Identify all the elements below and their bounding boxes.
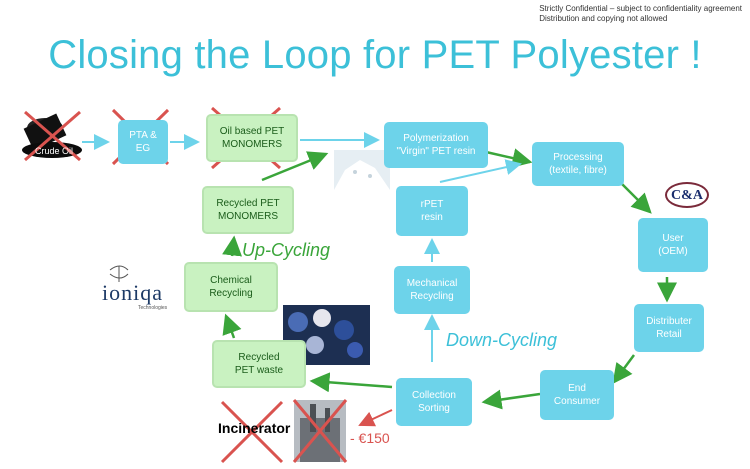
- slide-title: Closing the Loop for PET Polyester !: [48, 33, 702, 77]
- arrow-collection-to-incinerator: [358, 409, 393, 427]
- arrow-collection-to-waste: [309, 372, 393, 393]
- arrow-polymer-to-processing: [485, 148, 533, 168]
- arrow-recycled-monomers-to-polymerization: [261, 151, 329, 182]
- ioniqa-wings-icon: [109, 265, 129, 282]
- ioniqa-logo: ioniqa: [102, 280, 163, 305]
- confidentiality-notice: Strictly Confidential – subject to confi…: [539, 4, 742, 24]
- confidential-line-1: Strictly Confidential – subject to confi…: [539, 4, 742, 13]
- node-rpet-resin: rPET resin: [396, 186, 468, 236]
- node-oil-based-monomers: Oil based PET MONOMERS: [206, 114, 298, 162]
- incinerator-label: Incinerator: [218, 420, 291, 436]
- arrow-waste-to-chemical: [222, 313, 242, 339]
- down-cycling-label: Down-Cycling: [446, 330, 558, 350]
- crude-oil-label: Crude Oil: [34, 145, 73, 156]
- incinerator-cost: - €150: [350, 430, 390, 446]
- confidential-line-2: Distribution and copying not allowed: [539, 14, 668, 23]
- arrow-chemical-to-monomers: [222, 235, 243, 257]
- node-pta-eg: PTA & EG: [118, 120, 168, 164]
- node-chemical-recycling: Chemical Recycling: [184, 262, 278, 312]
- node-recycled-waste: Recycled PET waste: [212, 340, 306, 388]
- arrow-rpet-to-processing: [439, 159, 522, 183]
- arrow-consumer-to-collection: [481, 389, 541, 410]
- node-distributer: Distributer Retail: [634, 304, 704, 352]
- resin-pellets-image: [334, 150, 390, 190]
- node-user: User (OEM): [638, 218, 708, 272]
- ioniqa-subtitle: Technologies: [138, 305, 168, 311]
- node-polymerization: Polymerization "Virgin" PET resin: [384, 122, 488, 168]
- node-processing: Processing (textile, fibre): [532, 142, 624, 186]
- node-collection: Collection Sorting: [396, 378, 472, 426]
- node-end-consumer: End Consumer: [540, 370, 614, 420]
- arrow-distributer-to-consumer: [612, 354, 636, 385]
- up-cycling-label: Up-Cycling: [242, 240, 331, 260]
- arrow-processing-to-user: [619, 181, 652, 214]
- node-mechanical-recycling: Mechanical Recycling: [394, 266, 470, 314]
- ca-logo: C&A: [665, 182, 709, 208]
- node-recycled-monomers: Recycled PET MONOMERS: [202, 186, 294, 234]
